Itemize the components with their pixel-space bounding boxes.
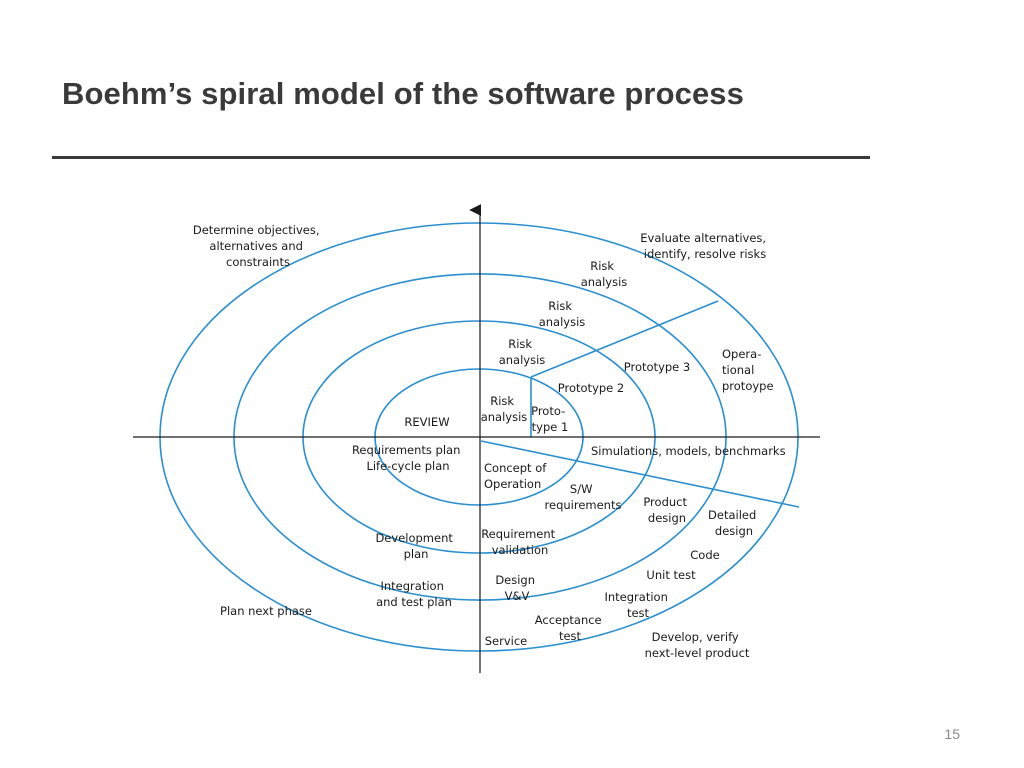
operational-prototype-label: Opera- tional protoype [722, 347, 774, 393]
requirement-validation-label: Requirement validation [481, 527, 559, 557]
prototype-3-label: Prototype 3 [624, 360, 690, 374]
risk-analysis-label-second: Risk analysis [499, 337, 546, 367]
prototype-1-label: Proto- type 1 [531, 404, 569, 434]
acceptance-test-label: Acceptance test [535, 613, 606, 643]
concept-of-operation-label: Concept of Operation [484, 461, 550, 491]
quadrant-label-objectives: Determine objectives, alternatives and c… [193, 223, 323, 269]
slide-title: Boehm’s spiral model of the software pro… [62, 76, 744, 111]
quadrant-label-plan: Plan next phase [220, 604, 312, 618]
sw-requirements-label: S/W requirements [545, 482, 622, 512]
development-plan-label: Development plan [375, 531, 456, 561]
design-diagonal-line [480, 440, 800, 508]
risk-analysis-label-outer: Risk analysis [581, 259, 628, 289]
integration-test-label: Integration test [604, 590, 671, 620]
design-vv-label: Design V&V [495, 573, 538, 603]
risk-diagonal-line [530, 300, 719, 378]
risk-analysis-label-inner: Risk analysis [481, 394, 528, 424]
prototype-2-label: Prototype 2 [558, 381, 624, 395]
unit-test-label: Unit test [646, 568, 696, 582]
page-number: 15 [944, 726, 960, 742]
simulations-label: Simulations, models, benchmarks [591, 444, 786, 458]
quadrant-label-develop: Develop, verify next-level product [645, 630, 750, 660]
service-label: Service [485, 634, 528, 648]
product-design-label: Product design [643, 495, 690, 525]
code-label: Code [690, 548, 719, 562]
requirements-plan-label: Requirements plan Life-cycle plan [352, 443, 464, 473]
title-divider [52, 156, 870, 159]
quadrant-label-evaluate: Evaluate alternatives, identify, resolve… [640, 231, 769, 261]
integration-plan-label: Integration and test plan [376, 579, 452, 609]
review-label: REVIEW [404, 415, 449, 429]
detailed-design-label: Detailed design [708, 508, 760, 538]
risk-analysis-label-third: Risk analysis [539, 299, 586, 329]
